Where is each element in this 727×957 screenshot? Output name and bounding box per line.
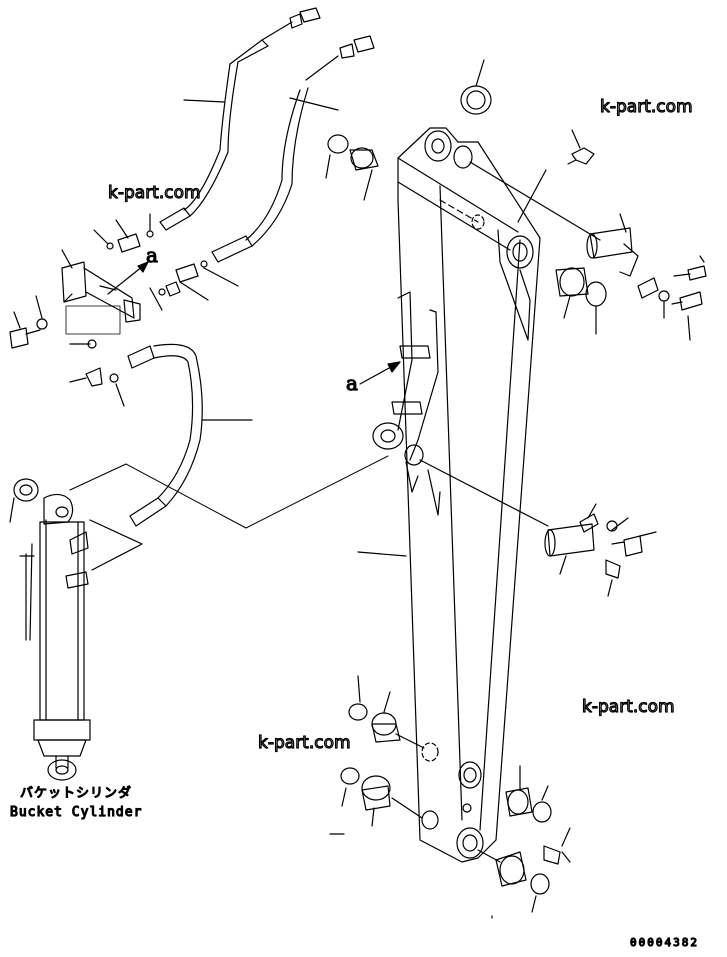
watermark-left: k-part.com bbox=[108, 183, 201, 203]
bushing-top-left bbox=[325, 134, 379, 201]
hose-left bbox=[159, 7, 321, 231]
shim-washer-top bbox=[460, 59, 492, 115]
cylinder-label-ja: バケットシリンダ bbox=[20, 786, 132, 801]
bracket-clamp bbox=[61, 249, 141, 349]
plate-lock-top bbox=[637, 277, 670, 319]
bushings-lower-left bbox=[329, 675, 425, 835]
grease-fitting-top bbox=[567, 129, 595, 165]
fittings-left bbox=[93, 213, 239, 311]
bushings-lower-right bbox=[477, 765, 571, 919]
arm bbox=[357, 127, 541, 863]
bushing-right bbox=[555, 267, 607, 335]
svg-text:a: a bbox=[146, 243, 158, 267]
watermark-lower-right: k-part.com bbox=[582, 697, 675, 717]
hose-mid bbox=[127, 343, 253, 527]
drawing-code: 00004382 bbox=[630, 936, 699, 949]
bucket-cylinder bbox=[9, 478, 91, 781]
hose-right bbox=[211, 35, 375, 263]
pin-top-right bbox=[469, 161, 639, 277]
svg-text:a: a bbox=[346, 371, 358, 395]
pin-mid-right bbox=[419, 459, 657, 597]
bolt-right-top bbox=[671, 255, 707, 341]
bolt-left bbox=[9, 295, 48, 349]
callout-a-upper: a bbox=[107, 242, 159, 295]
watermark-top-right: k-part.com bbox=[600, 97, 693, 117]
grease-fitting-left bbox=[69, 367, 125, 407]
callout-a-arm: a bbox=[345, 361, 401, 396]
watermark-lower-center: k-part.com bbox=[258, 733, 351, 753]
cylinder-label-en: Bucket Cylinder bbox=[10, 805, 142, 820]
